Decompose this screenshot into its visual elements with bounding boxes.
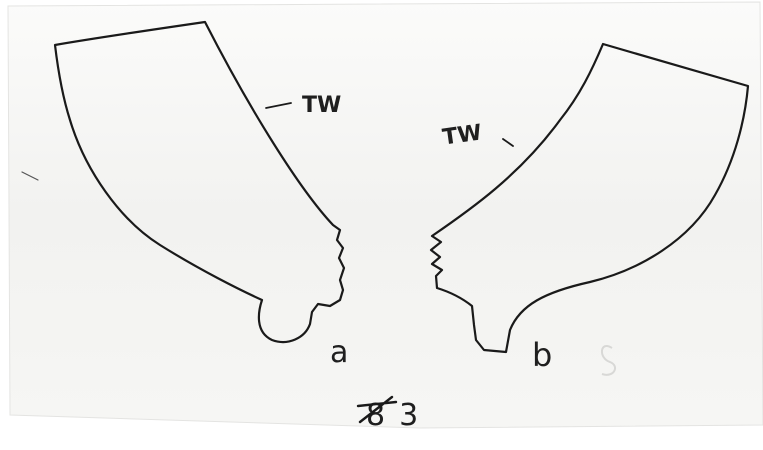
paper-sheet [8,2,763,428]
point-b-label: b [532,336,552,374]
left-piece-label: TW [302,93,341,118]
point-a-label: a [330,335,348,370]
